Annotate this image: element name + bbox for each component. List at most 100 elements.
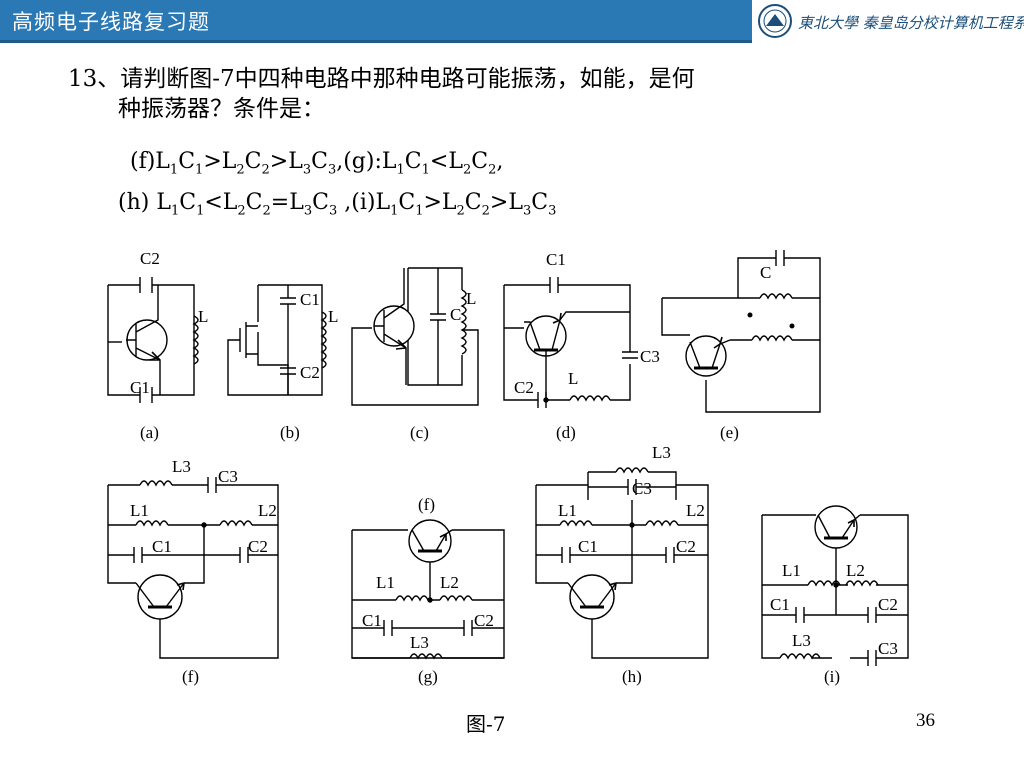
header-bar: 高频电子线路复习题 <box>0 0 752 40</box>
formula-text: (h) L <box>118 190 171 215</box>
circuit-a-c1-label: C1 <box>130 378 150 397</box>
circuit-f-c3-label: C3 <box>218 467 238 486</box>
formula-subscript: 3 <box>548 203 557 219</box>
formula-text: C <box>178 149 196 174</box>
circuit-h: L3 C3 L1 L2 C1 C2 (h) <box>535 443 709 686</box>
circuit-g-l2-label: L2 <box>440 573 459 592</box>
circuit-e-c-label: C <box>760 263 771 282</box>
formula-text: C <box>531 190 549 215</box>
page-number: 36 <box>916 710 935 731</box>
formula-text: , <box>496 149 504 174</box>
circuit-g-top-label: (f) <box>418 495 435 514</box>
circuit-d-caption: (d) <box>556 423 576 442</box>
circuit-i: L1 L2 C1 C2 L3 C3 (i) <box>761 505 909 686</box>
formula-subscript: 2 <box>456 203 465 219</box>
formula-subscript: 2 <box>462 162 472 178</box>
formula-subscript: 2 <box>481 203 490 219</box>
circuit-d-c3-label: C3 <box>640 347 660 366</box>
formula-text: C <box>311 149 328 174</box>
formula-subscript: 1 <box>195 162 204 178</box>
circuit-b: C1 C2 L (b) <box>227 284 338 442</box>
formula-subscript: 2 <box>237 203 246 219</box>
formula-subscript: 3 <box>302 162 312 178</box>
circuit-a-l-label: L <box>198 307 208 326</box>
formula-text: <L <box>429 149 463 174</box>
formula-subscript: 2 <box>262 203 271 219</box>
circuit-g-c1-label: C1 <box>362 611 382 630</box>
formula-subscript: 2 <box>261 162 270 178</box>
circuit-g-l1-label: L1 <box>376 573 395 592</box>
circuit-i-c3-label: C3 <box>878 639 898 658</box>
circuit-b-l-label: L <box>328 307 338 326</box>
circuit-f-l2-label: L2 <box>258 501 277 520</box>
question-line-1: 13、请判断图-7中四种电路中那种电路可能振荡，如能，是何 <box>68 66 695 92</box>
formula-text: C <box>404 149 422 174</box>
header-rule <box>0 40 752 43</box>
formula-subscript: 1 <box>396 162 405 178</box>
formula-text: C <box>312 190 329 215</box>
formula-text: (f)L <box>130 149 170 174</box>
circuit-c: C L (c) <box>351 267 479 442</box>
circuit-d-c1-label: C1 <box>546 250 566 269</box>
formula-text: C <box>179 190 197 215</box>
circuit-h-c3-label: C3 <box>632 479 652 498</box>
circuit-b-c2-label: C2 <box>300 363 320 382</box>
circuit-g-l3-label: L3 <box>410 633 429 652</box>
figure-caption: 图-7 <box>466 712 506 736</box>
circuit-d-l-label: L <box>568 369 578 388</box>
formula-text: C <box>464 190 482 215</box>
circuit-e: C (e) <box>661 250 821 442</box>
circuit-i-l2-label: L2 <box>846 561 865 580</box>
circuit-f: L3 C3 L1 L2 C1 C2 (f) <box>107 457 279 686</box>
circuit-c-l-label: L <box>466 289 476 308</box>
condition-formula-1: (f)L1C1>L2C2>L3C3,(g):L1C1<L2C2, <box>130 147 503 185</box>
formula-subscript: 2 <box>236 162 245 178</box>
formula-text: =L <box>270 190 304 215</box>
formula-text: ,(g):L <box>336 149 397 174</box>
circuit-h-c1-label: C1 <box>578 537 598 556</box>
circuit-h-l1-label: L1 <box>558 501 577 520</box>
question-line-2: 种振荡器？条件是： <box>118 96 325 122</box>
circuit-h-caption: (h) <box>622 667 642 686</box>
formula-subscript: 1 <box>421 162 430 178</box>
circuit-d: C1 C2 C3 L (d) <box>503 250 660 442</box>
formula-subscript: 2 <box>488 162 497 178</box>
circuit-i-l1-label: L1 <box>782 561 801 580</box>
formula-subscript: 3 <box>328 203 338 219</box>
circuit-a: C2 C1 L (a) <box>107 249 208 442</box>
circuit-d-c2-label: C2 <box>514 378 534 397</box>
condition-formula-2: (h) L1C1<L2C2=L3C3 ,(i)L1C1>L2C2>L3C3 <box>118 188 556 226</box>
circuit-i-c2-label: C2 <box>878 595 898 614</box>
circuit-i-c1-label: C1 <box>770 595 790 614</box>
formula-subscript: 1 <box>196 203 205 219</box>
circuit-e-caption: (e) <box>720 423 739 442</box>
formula-subscript: 1 <box>169 162 179 178</box>
formula-subscript: 1 <box>390 203 399 219</box>
circuit-a-c2-label: C2 <box>140 249 160 268</box>
formula-text: <L <box>204 190 238 215</box>
formula-subscript: 1 <box>170 203 180 219</box>
formula-text: >L <box>423 190 457 215</box>
circuit-a-caption: (a) <box>140 423 159 442</box>
formula-text: C <box>244 149 262 174</box>
formula-text: >L <box>489 190 523 215</box>
circuit-g-caption: (g) <box>418 667 438 686</box>
circuit-c-caption: (c) <box>410 423 429 442</box>
circuit-b-caption: (b) <box>280 423 300 442</box>
formula-subscript: 3 <box>303 203 313 219</box>
circuit-h-l3-label: L3 <box>652 443 671 462</box>
circuit-f-c2-label: C2 <box>248 537 268 556</box>
formula-text: C <box>471 149 489 174</box>
university-logo: 東北大學 秦皇岛分校计算机工程系 <box>756 2 1024 42</box>
formula-text: C <box>398 190 416 215</box>
formula-subscript: 3 <box>522 203 532 219</box>
circuit-h-l2-label: L2 <box>686 501 705 520</box>
circuit-i-caption: (i) <box>824 667 840 686</box>
circuit-c-c-label: C <box>450 305 461 324</box>
circuit-g-c2-label: C2 <box>474 611 494 630</box>
circuit-h-c2-label: C2 <box>676 537 696 556</box>
slide-title: 高频电子线路复习题 <box>12 10 210 34</box>
logo-text: 東北大學 秦皇岛分校计算机工程系 <box>798 14 1024 32</box>
circuit-f-l3-label: L3 <box>172 457 191 476</box>
